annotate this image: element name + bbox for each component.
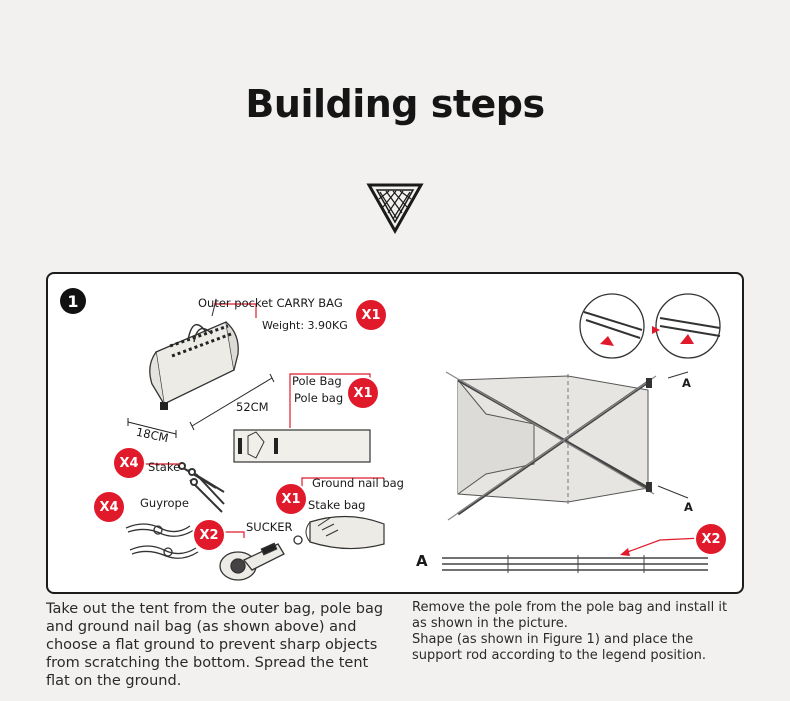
carry-bag-label: Outer pocket CARRY BAG <box>198 296 343 310</box>
pole-bag-illustration <box>233 373 371 463</box>
stake-bag-quantity-badge: X1 <box>276 484 306 514</box>
pole-bag-title: Pole Bag <box>292 374 342 388</box>
stake-quantity-badge: X4 <box>114 448 144 478</box>
stake-label: Stake <box>148 460 181 474</box>
ground-nail-bag-label: Ground nail bag <box>312 476 404 490</box>
guyrope-illustration <box>125 523 199 559</box>
guyrope-label: Guyrope <box>140 496 189 510</box>
weight-label: Weight: 3.90KG <box>262 319 348 332</box>
length-label: 52CM <box>236 400 269 414</box>
carry-bag-quantity-badge: X1 <box>356 300 386 330</box>
pole-a-label-top: A <box>682 376 691 390</box>
pole-a-label-left: A <box>416 552 428 570</box>
sucker-label: SUCKER <box>246 520 293 534</box>
step-panel: 1 Outer pocket CARRY BAG Weight: 3.90KG … <box>46 272 744 594</box>
down-arrow-icon <box>366 183 424 234</box>
pole-bag-label: Pole bag <box>294 391 344 405</box>
sucker-quantity-badge: X2 <box>194 520 224 550</box>
dimension-lines <box>127 373 275 438</box>
guyrope-quantity-badge: X4 <box>94 492 124 522</box>
pole-bag-quantity-badge: X1 <box>348 378 378 408</box>
sucker-illustration <box>214 531 303 581</box>
poles-quantity-badge: X2 <box>696 524 726 554</box>
step-description-right-2: Shape (as shown in Figure 1) and place t… <box>412 632 707 663</box>
stake-bag-label: Stake bag <box>308 498 366 512</box>
stake-bag-illustration <box>301 477 385 550</box>
stakes-illustration <box>144 462 225 513</box>
step-illustration <box>125 293 721 581</box>
step-number: 1 <box>60 288 86 314</box>
step-description-left: Take out the tent from the outer bag, po… <box>46 601 384 689</box>
carry-bag-illustration <box>149 299 257 410</box>
page-title: Building steps <box>245 82 545 126</box>
step-description-right-1: Remove the pole from the pole bag and in… <box>412 600 728 631</box>
pole-a-label-bottom: A <box>684 500 693 514</box>
tent-frame-diagram <box>442 293 721 573</box>
